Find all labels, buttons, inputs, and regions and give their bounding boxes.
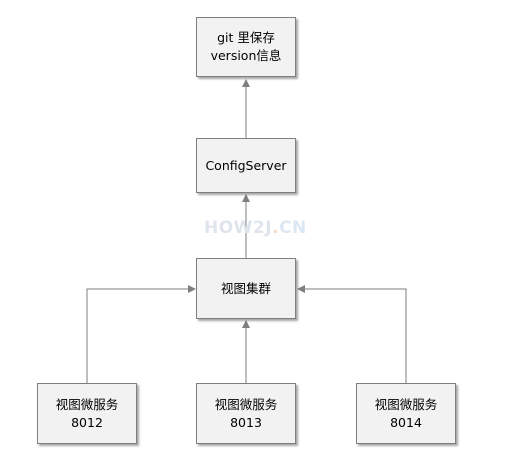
service-8012-label: 视图微服务	[55, 396, 119, 412]
git-version-store-node: git 里保存 version信息	[196, 17, 296, 77]
service-8012-port: 8012	[71, 414, 103, 430]
view-service-8014-node: 视图微服务 8014	[356, 383, 456, 444]
view-service-8012-node: 视图微服务 8012	[37, 383, 137, 444]
config-server-node: ConfigServer	[196, 138, 296, 193]
git-store-line2: version信息	[210, 48, 282, 63]
service-8014-label: 视图微服务	[374, 396, 438, 412]
watermark-tail: CN	[279, 218, 307, 238]
view-cluster-label: 视图集群	[220, 280, 271, 296]
watermark-main: HOW2J	[204, 218, 273, 238]
service-8014-port: 8014	[390, 414, 422, 430]
edge-8014-to-cluster	[297, 285, 407, 383]
service-8013-label: 视图微服务	[214, 396, 278, 412]
watermark-logo: HOW2J.CN	[204, 218, 316, 242]
git-store-line1: git 里保存	[217, 30, 275, 45]
watermark-dot: .	[272, 218, 280, 238]
view-cluster-node: 视图集群	[196, 258, 296, 319]
service-8013-port: 8013	[230, 414, 262, 430]
config-server-label: ConfigServer	[205, 157, 287, 173]
edge-8012-to-cluster	[86, 285, 196, 383]
view-service-8013-node: 视图微服务 8013	[196, 383, 296, 444]
